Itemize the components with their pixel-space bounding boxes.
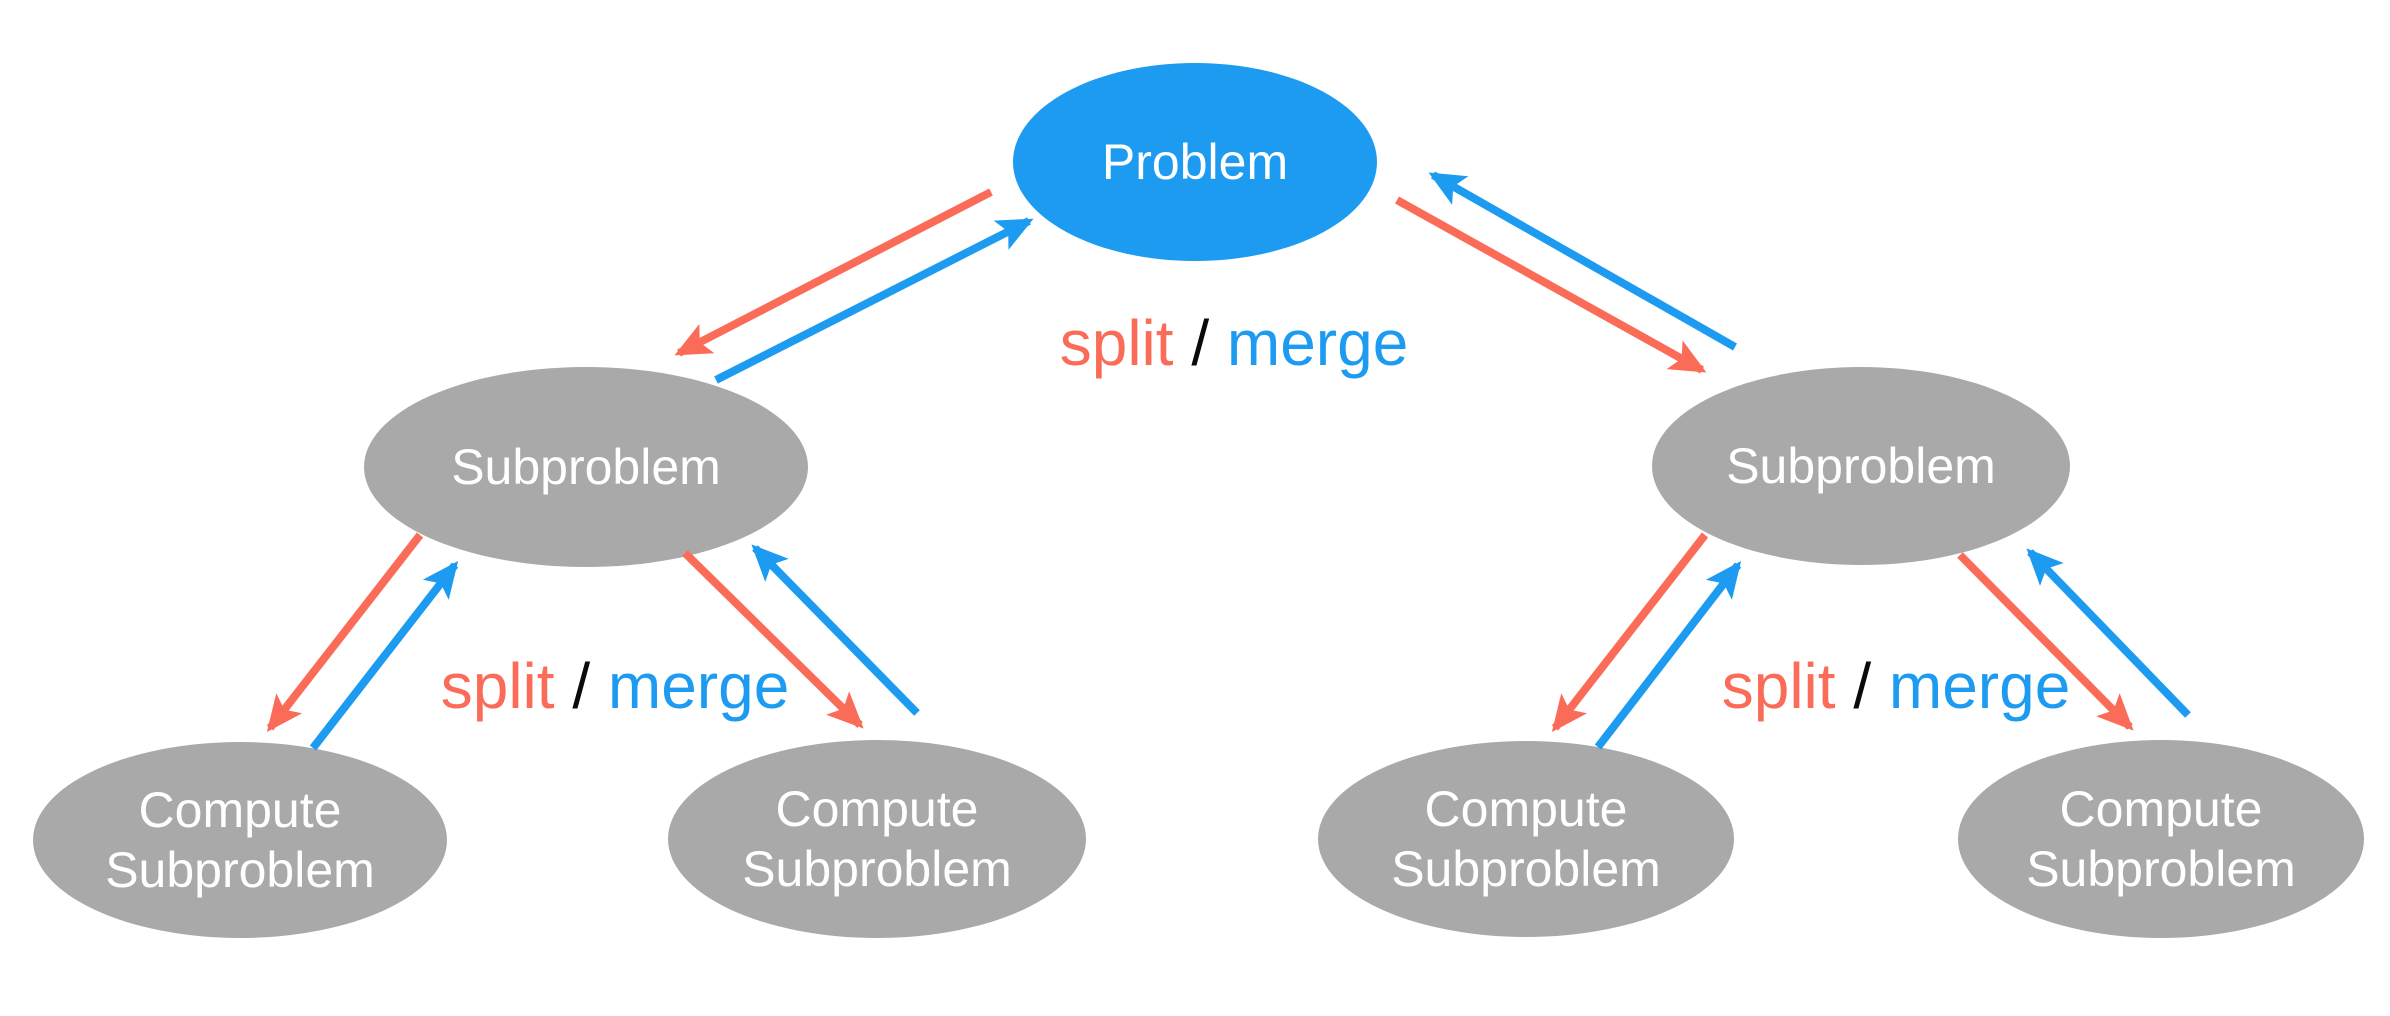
arrow-merge-compute-4-to-right-subproblem (2026, 548, 2191, 718)
node-problem: Problem (1013, 63, 1377, 261)
arrow-merge-right-subproblem-to-problem (1428, 171, 1737, 351)
node-subproblem-left: Subproblem (364, 367, 808, 567)
arrow-merge-left-subproblem-to-problem (714, 217, 1034, 384)
arrow-split-left-subproblem-to-compute-1 (266, 532, 424, 733)
arrow-split-right-subproblem-to-compute-4 (1957, 552, 2134, 731)
arrow-merge-compute-2-to-left-subproblem (751, 544, 920, 716)
node-subproblem-right-label: Subproblem (1726, 438, 1996, 494)
node-problem-shape (1013, 63, 1377, 261)
arrow-split-problem-to-right-subproblem (1395, 196, 1707, 374)
node-subproblem-left-label: Subproblem (451, 439, 721, 495)
label-split-merge-top: split / merge (1060, 307, 1409, 379)
arrow-split-problem-to-left-subproblem (674, 188, 993, 357)
label-split-merge-left: split / merge (441, 650, 790, 722)
arrow-merge-compute-3-to-right-subproblem (1594, 560, 1742, 750)
arrow-merge-compute-1-to-left-subproblem (309, 560, 459, 751)
node-subproblem-left-shape (364, 367, 808, 567)
node-subproblem-right-shape (1652, 367, 2070, 565)
node-subproblem-right: Subproblem (1652, 367, 2070, 565)
label-split-merge-right: split / merge (1722, 650, 2071, 722)
node-compute-3-shape (1318, 741, 1734, 937)
arrow-split-left-subproblem-to-compute-2 (682, 550, 864, 729)
arrow-split-right-subproblem-to-compute-3 (1551, 532, 1709, 733)
node-compute-1-shape (33, 742, 447, 938)
node-compute-4-shape (1958, 740, 2364, 938)
node-problem-label: Problem (1102, 134, 1288, 190)
node-compute-2-shape (668, 740, 1086, 938)
